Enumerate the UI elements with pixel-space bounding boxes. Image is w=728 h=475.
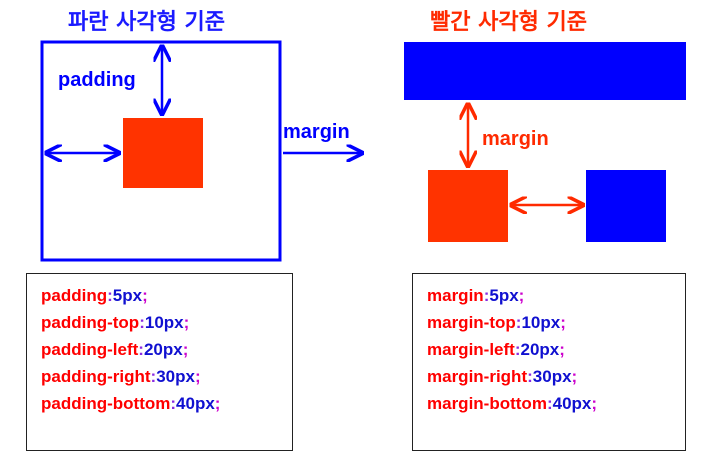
- css-declaration-line: padding-left:20px;: [41, 336, 292, 363]
- colon: :: [138, 340, 144, 359]
- css-declaration-line: margin-right:30px;: [427, 363, 685, 390]
- colon: :: [150, 367, 157, 386]
- css-value: 10px: [521, 313, 561, 332]
- css-declaration-line: padding-top:10px;: [41, 309, 292, 336]
- css-value: 5px: [112, 286, 143, 305]
- css-property: padding-top: [41, 313, 140, 332]
- css-value: 30px: [156, 367, 195, 386]
- css-value: 30px: [532, 367, 572, 386]
- css-value: 20px: [143, 340, 183, 359]
- css-property: margin-top: [427, 313, 516, 332]
- css-property: padding-right: [41, 367, 151, 386]
- semicolon: ;: [183, 313, 190, 332]
- semicolon: ;: [591, 394, 598, 413]
- css-declaration-line: margin-bottom:40px;: [427, 390, 685, 417]
- css-value: 10px: [144, 313, 184, 332]
- css-value: 20px: [520, 340, 560, 359]
- css-property: margin: [427, 286, 484, 305]
- margin-code-box: margin:5px;margin-top:10px;margin-left:2…: [412, 273, 686, 451]
- colon: :: [515, 313, 522, 332]
- css-property: margin-left: [427, 340, 515, 359]
- css-declaration-line: padding-bottom:40px;: [41, 390, 292, 417]
- css-declaration-line: padding-right:30px;: [41, 363, 292, 390]
- side-blue-box: [586, 170, 666, 242]
- semicolon: ;: [194, 367, 201, 386]
- css-property: margin-right: [427, 367, 528, 386]
- css-property: margin-bottom: [427, 394, 547, 413]
- red-inner-box: [123, 118, 203, 188]
- right-title: 빨간 사각형 기준: [430, 10, 587, 35]
- colon: :: [514, 340, 521, 359]
- colon: :: [483, 286, 490, 305]
- colon: :: [527, 367, 533, 386]
- margin-label-right: margin: [482, 128, 549, 150]
- colon: :: [107, 286, 113, 305]
- margin-label-left: margin: [283, 121, 350, 143]
- colon: :: [170, 394, 177, 413]
- box-model-diagram: padding margin margin: [40, 40, 686, 262]
- colon: :: [139, 313, 145, 332]
- css-property: padding: [41, 286, 108, 305]
- red-box: [428, 170, 508, 242]
- css-declaration-line: padding:5px;: [41, 282, 292, 309]
- css-property: padding-bottom: [41, 394, 171, 413]
- css-declaration-line: margin-top:10px;: [427, 309, 685, 336]
- semicolon: ;: [182, 340, 189, 359]
- css-value: 40px: [176, 394, 215, 413]
- css-value: 5px: [489, 286, 519, 305]
- semicolon: ;: [560, 313, 566, 332]
- css-value: 40px: [552, 394, 592, 413]
- top-blue-bar: [404, 42, 686, 100]
- css-declaration-line: margin-left:20px;: [427, 336, 685, 363]
- semicolon: ;: [142, 286, 148, 305]
- semicolon: ;: [559, 340, 565, 359]
- css-property: padding-left: [41, 340, 139, 359]
- semicolon: ;: [518, 286, 525, 305]
- colon: :: [546, 394, 553, 413]
- padding-code-box: padding:5px;padding-top:10px;padding-lef…: [26, 273, 293, 451]
- left-title: 파란 사각형 기준: [68, 10, 225, 35]
- semicolon: ;: [214, 394, 221, 413]
- padding-label: padding: [58, 69, 136, 91]
- css-declaration-line: margin:5px;: [427, 282, 685, 309]
- semicolon: ;: [571, 367, 578, 386]
